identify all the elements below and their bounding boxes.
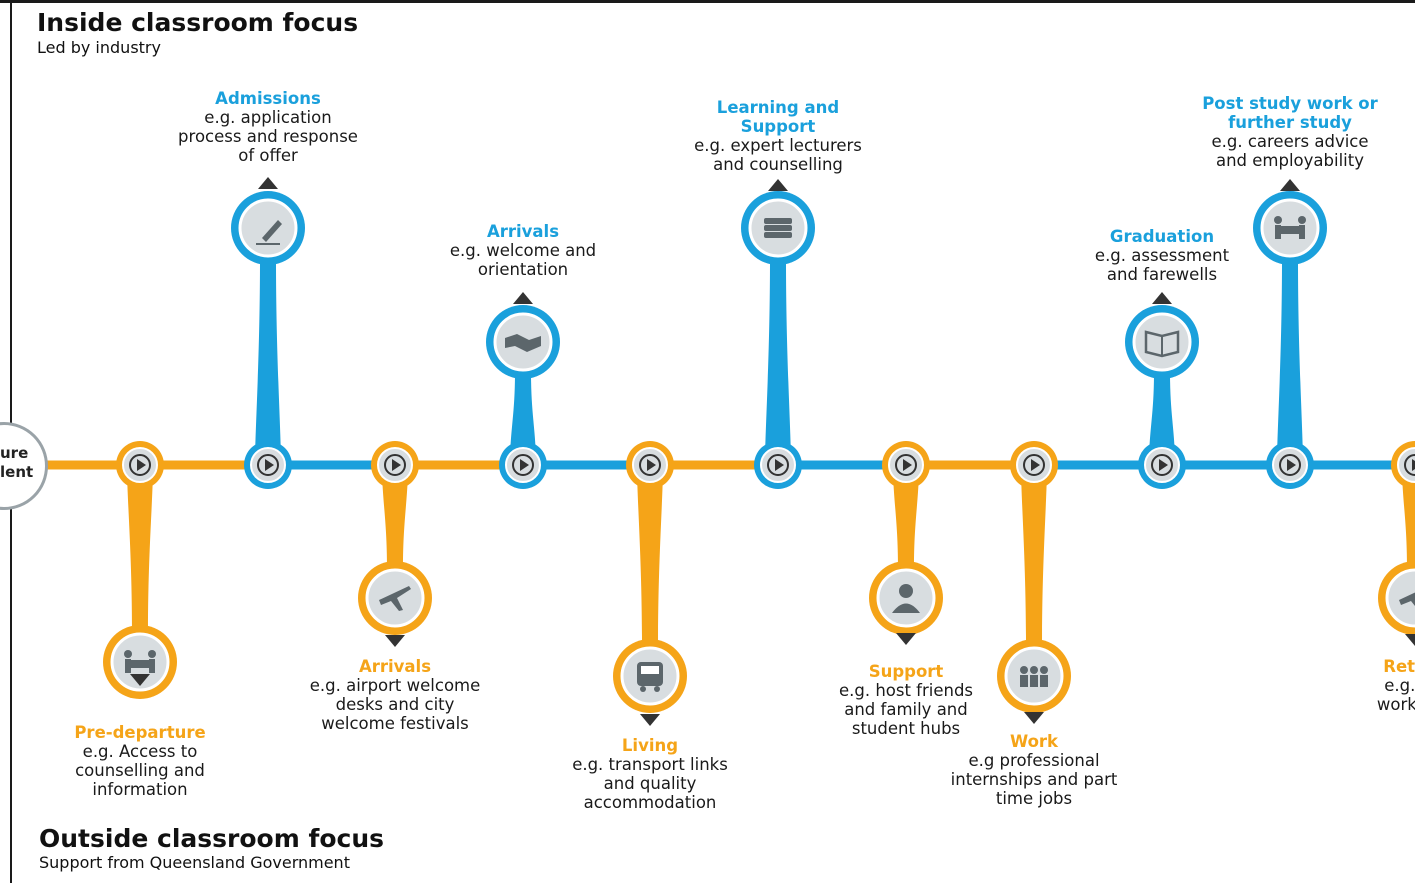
arrow-up-icon xyxy=(513,292,533,304)
outside-focus-title: Outside classroom focus xyxy=(39,824,385,853)
play-icon xyxy=(1287,459,1296,471)
pencil-icon xyxy=(256,220,282,245)
team-icon xyxy=(1020,666,1048,687)
airplane-icon xyxy=(1399,592,1415,606)
play-icon xyxy=(903,459,912,471)
start-label: ure lent xyxy=(0,444,34,481)
stage-description: e.g. welcome and orientation xyxy=(449,241,597,279)
play-icon xyxy=(265,459,274,471)
stage-title: Pre-departure xyxy=(74,723,206,742)
stage-description: e.g. careers advice and employability xyxy=(1211,132,1369,170)
arrow-down-icon xyxy=(130,674,150,686)
stage-title: Learning and Support xyxy=(716,98,840,136)
play-ring xyxy=(639,454,661,476)
arrow-down-icon xyxy=(896,633,916,645)
bus-icon xyxy=(637,662,663,692)
stage-title: Living xyxy=(621,736,679,755)
play-icon xyxy=(392,459,401,471)
stage-title: Graduation xyxy=(1109,227,1215,246)
stage-description: e.g. application process and response of… xyxy=(178,108,358,165)
stage-stem xyxy=(637,465,663,646)
stage-node xyxy=(1385,568,1415,628)
stage-title: Arrivals xyxy=(486,222,560,241)
meeting-icon xyxy=(1274,216,1306,239)
stage-title: Work xyxy=(1009,732,1059,751)
handshake-icon xyxy=(505,334,541,352)
play-ring xyxy=(512,454,534,476)
stage-stem xyxy=(1402,465,1415,568)
stage-description: e.g. expert lecturers and counselling xyxy=(694,136,862,174)
stage-stem xyxy=(893,465,919,568)
play-ring xyxy=(1279,454,1301,476)
inside-focus-title: Inside classroom focus xyxy=(37,8,359,37)
stage-description: e.g. alu work opp xyxy=(1376,676,1415,714)
arrow-up-icon xyxy=(1152,292,1172,304)
play-ring xyxy=(129,454,151,476)
play-icon xyxy=(520,459,529,471)
stage-stem xyxy=(382,465,408,568)
stage-description: e.g. Access to counselling and informati… xyxy=(75,742,205,799)
stage-stem xyxy=(765,258,791,465)
arrow-up-icon xyxy=(768,179,788,191)
stage-stem xyxy=(1149,372,1175,465)
play-ring xyxy=(384,454,406,476)
arrow-up-icon xyxy=(258,177,278,189)
person-icon xyxy=(892,584,920,613)
book-icon xyxy=(1144,330,1180,358)
frame-top-border xyxy=(0,0,1415,3)
arrow-down-icon xyxy=(385,635,405,647)
stage-stem xyxy=(255,258,281,465)
play-ring xyxy=(1151,454,1173,476)
stage-description: e.g. host friends and family and student… xyxy=(838,681,974,738)
outside-focus-subtitle: Support from Queensland Government xyxy=(39,853,350,872)
play-icon xyxy=(1159,459,1168,471)
stage-title: Admissions xyxy=(215,89,321,108)
play-ring xyxy=(895,454,917,476)
play-ring xyxy=(257,454,279,476)
inside-focus-subtitle: Led by industry xyxy=(37,38,161,57)
arrow-up-icon xyxy=(1280,179,1300,191)
arrow-down-icon xyxy=(640,714,660,726)
play-icon xyxy=(137,459,146,471)
arrow-down-icon xyxy=(1405,634,1415,646)
play-icon xyxy=(775,459,784,471)
stage-description: e.g. transport links and quality accommo… xyxy=(572,755,728,812)
airplane-icon xyxy=(379,586,411,611)
stage-title: Return xyxy=(1383,657,1415,676)
stage-title: Support xyxy=(868,662,944,681)
play-ring xyxy=(1023,454,1045,476)
play-ring xyxy=(1404,454,1415,476)
stage-node xyxy=(238,198,298,258)
stage-stem xyxy=(127,465,153,632)
arrow-down-icon xyxy=(1024,712,1044,724)
books-icon xyxy=(764,218,792,238)
stage-label-10: Returne.g. alu work opp xyxy=(1377,657,1415,714)
stage-description: e.g. assessment and farewells xyxy=(1094,246,1230,284)
stage-title: Arrivals xyxy=(358,657,432,676)
stage-title: Post study work or further study xyxy=(1202,94,1378,132)
play-icon xyxy=(1412,459,1415,471)
play-ring xyxy=(767,454,789,476)
stage-description: e.g. airport welcome desks and city welc… xyxy=(309,676,481,733)
stage-description: e.g professional internships and part ti… xyxy=(950,751,1118,808)
stage-stem xyxy=(1021,465,1047,646)
stage-stem xyxy=(510,372,536,465)
play-icon xyxy=(1031,459,1040,471)
play-icon xyxy=(647,459,656,471)
stage-stem xyxy=(1277,258,1303,465)
meeting-icon xyxy=(124,650,156,673)
